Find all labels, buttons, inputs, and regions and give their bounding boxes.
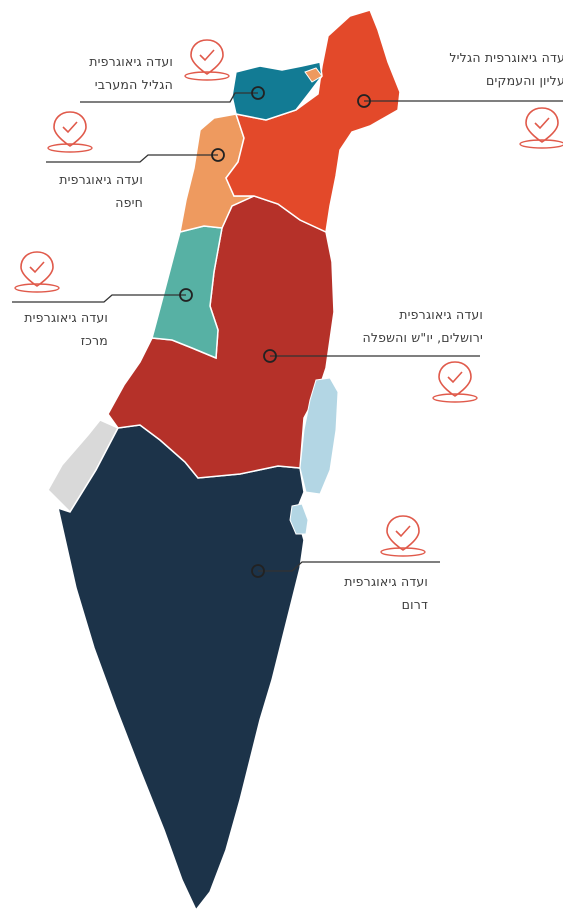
label-line-2: עליון והעמקים — [486, 73, 563, 88]
marker-western-galilee[interactable] — [251, 86, 265, 100]
label-line-1: ועדה גיאוגרפית — [24, 310, 108, 325]
water-kinneret — [304, 67, 323, 83]
label-line-1: ועדה גיאוגרפית — [344, 574, 428, 589]
location-check-icon — [14, 251, 60, 293]
marker-jerusalem[interactable] — [263, 349, 277, 363]
label-line-1: ועדה גיאוגרפית — [89, 54, 173, 69]
label-jerusalem: ועדה גיאוגרפית ירושלים, יו"ש והשפלה — [362, 303, 483, 349]
region-western-galilee[interactable] — [231, 61, 323, 121]
region-upper-galilee[interactable] — [225, 9, 401, 234]
leader-lines — [12, 92, 563, 572]
label-line-1: ועדה גיאוגרפית — [399, 307, 483, 322]
location-check-icon — [380, 515, 426, 557]
region-center[interactable] — [151, 225, 223, 360]
label-line-1: עדה גיאוגרפית הגליל — [449, 50, 563, 65]
water-dead-sea — [299, 377, 339, 495]
marker-south[interactable] — [251, 564, 265, 578]
location-check-icon — [519, 107, 563, 149]
label-center: ועדה גיאוגרפית מרכז — [24, 306, 108, 352]
label-haifa: ועדה גיאוגרפית חיפה — [59, 168, 143, 214]
label-upper-galilee: עדה גיאוגרפית הגליל עליון והעמקים — [449, 46, 563, 92]
label-line-2: חיפה — [115, 195, 143, 210]
label-line-1: ועדה גיאוגרפית — [59, 172, 143, 187]
label-south: ועדה גיאוגרפית דרום — [344, 570, 428, 616]
label-line-2: דרום — [401, 597, 428, 612]
label-line-2: מרכז — [80, 333, 108, 348]
water-dead-sea-south — [289, 503, 309, 535]
label-western-galilee: ועדה גיאוגרפית הגליל המערבי — [89, 50, 173, 96]
marker-center[interactable] — [179, 288, 193, 302]
marker-upper-galilee[interactable] — [357, 94, 371, 108]
marker-haifa[interactable] — [211, 148, 225, 162]
location-check-icon — [432, 361, 478, 403]
label-line-2: הגליל המערבי — [94, 77, 173, 92]
location-check-icon — [184, 39, 230, 81]
location-check-icon — [47, 111, 93, 153]
region-south[interactable] — [56, 424, 305, 912]
label-line-2: ירושלים, יו"ש והשפלה — [362, 330, 483, 345]
